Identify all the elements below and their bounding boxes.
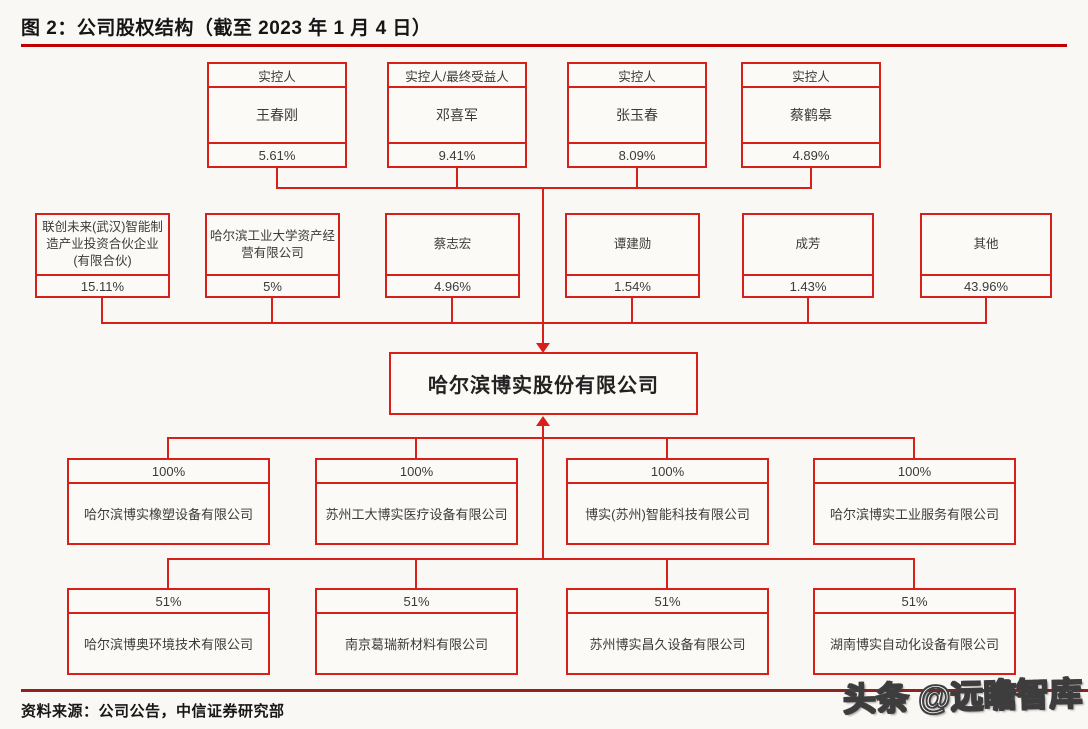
shareholder-name: 蔡志宏 <box>433 237 472 252</box>
shareholder-box: 联创未来(武汉)智能制造产业投资合伙企业(有限合伙) 15.11% <box>35 213 170 298</box>
shareholder-percent: 1.43% <box>744 274 872 296</box>
connector-line <box>985 298 987 324</box>
connector-line <box>167 437 169 460</box>
arrow-down-icon <box>536 343 550 353</box>
connector-line <box>415 437 417 460</box>
subsidiary-percent: 51% <box>69 590 268 614</box>
company-box: 哈尔滨博实股份有限公司 <box>389 352 698 415</box>
connector-line <box>666 437 668 460</box>
connector-line <box>807 298 809 324</box>
shareholder-box: 蔡志宏 4.96% <box>385 213 520 298</box>
subsidiary-name: 湖南博实自动化设备有限公司 <box>829 637 999 652</box>
connector-line <box>271 298 273 324</box>
subsidiary-name: 博实(苏州)智能科技有限公司 <box>585 507 750 522</box>
shareholder-name: 其他 <box>973 237 999 252</box>
connector-line <box>451 298 453 324</box>
connector-line <box>101 322 987 324</box>
shareholder-percent: 43.96% <box>922 274 1050 296</box>
subsidiary-box: 51% 南京葛瑞新材料有限公司 <box>315 588 518 675</box>
controller-percent: 9.41% <box>389 142 525 166</box>
subsidiary-name: 苏州工大博实医疗设备有限公司 <box>325 507 508 522</box>
connector-line <box>913 437 915 460</box>
subsidiary-percent: 100% <box>317 460 516 484</box>
shareholder-percent: 5% <box>207 274 338 296</box>
connector-line <box>415 558 417 590</box>
subsidiary-box: 100% 苏州工大博实医疗设备有限公司 <box>315 458 518 545</box>
watermark: 头条 @远瞻智库 <box>842 674 1084 719</box>
connector-line <box>456 168 458 189</box>
subsidiary-percent: 100% <box>69 460 268 484</box>
shareholder-box: 哈尔滨工业大学资产经营有限公司 5% <box>205 213 340 298</box>
shareholder-box: 其他 43.96% <box>920 213 1052 298</box>
controller-box: 实控人 蔡鹤皋 4.89% <box>741 62 881 168</box>
controller-role: 实控人/最终受益人 <box>389 64 525 88</box>
shareholder-box: 成芳 1.43% <box>742 213 874 298</box>
subsidiary-box: 100% 哈尔滨博实橡塑设备有限公司 <box>67 458 270 545</box>
subsidiary-percent: 51% <box>317 590 516 614</box>
connector-line <box>631 298 633 324</box>
controller-percent: 8.09% <box>569 142 705 166</box>
connector-line <box>276 187 812 189</box>
connector-line <box>542 426 544 560</box>
subsidiary-percent: 51% <box>568 590 767 614</box>
controller-percent: 4.89% <box>743 142 879 166</box>
shareholder-percent: 15.11% <box>37 274 168 296</box>
subsidiary-box: 100% 博实(苏州)智能科技有限公司 <box>566 458 769 545</box>
connector-line <box>101 298 103 324</box>
subsidiary-percent: 51% <box>815 590 1014 614</box>
subsidiary-percent: 100% <box>568 460 767 484</box>
controller-role: 实控人 <box>743 64 879 88</box>
connector-line <box>276 168 278 189</box>
connector-line <box>913 558 915 590</box>
shareholder-name: 成芳 <box>795 237 821 252</box>
controller-box: 实控人 王春刚 5.61% <box>207 62 347 168</box>
shareholder-name: 哈尔滨工业大学资产经营有限公司 <box>210 228 336 260</box>
controller-name: 张玉春 <box>616 107 658 123</box>
shareholder-name: 联创未来(武汉)智能制造产业投资合伙企业(有限合伙) <box>42 220 163 268</box>
subsidiary-box: 51% 苏州博实昌久设备有限公司 <box>566 588 769 675</box>
connector-line <box>636 168 638 189</box>
shareholder-box: 谭建勋 1.54% <box>565 213 700 298</box>
arrow-up-icon <box>536 416 550 426</box>
controller-percent: 5.61% <box>209 142 345 166</box>
subsidiary-box: 51% 湖南博实自动化设备有限公司 <box>813 588 1016 675</box>
subsidiary-name: 哈尔滨博实橡塑设备有限公司 <box>83 507 253 522</box>
controller-name: 蔡鹤皋 <box>790 107 832 123</box>
subsidiary-percent: 100% <box>815 460 1014 484</box>
connector-line <box>167 558 915 560</box>
figure-title: 图 2：公司股权结构（截至 2023 年 1 月 4 日） <box>21 18 432 39</box>
shareholder-percent: 1.54% <box>567 274 698 296</box>
connector-line <box>167 437 915 439</box>
controller-box: 实控人/最终受益人 邓喜军 9.41% <box>387 62 527 168</box>
title-rule <box>21 44 1067 47</box>
shareholder-percent: 4.96% <box>387 274 518 296</box>
subsidiary-name: 南京葛瑞新材料有限公司 <box>344 637 488 652</box>
controller-box: 实控人 张玉春 8.09% <box>567 62 707 168</box>
controller-name: 邓喜军 <box>436 107 478 123</box>
footer-rule <box>21 689 1088 692</box>
subsidiary-name: 哈尔滨博实工业服务有限公司 <box>829 507 999 522</box>
subsidiary-name: 苏州博实昌久设备有限公司 <box>589 637 746 652</box>
shareholder-name: 谭建勋 <box>613 237 652 252</box>
controller-role: 实控人 <box>209 64 345 88</box>
subsidiary-name: 哈尔滨博奥环境技术有限公司 <box>83 637 253 652</box>
connector-line <box>810 168 812 189</box>
subsidiary-box: 100% 哈尔滨博实工业服务有限公司 <box>813 458 1016 545</box>
controller-name: 王春刚 <box>256 107 298 123</box>
controller-role: 实控人 <box>569 64 705 88</box>
subsidiary-box: 51% 哈尔滨博奥环境技术有限公司 <box>67 588 270 675</box>
connector-line <box>542 187 544 344</box>
source-note: 资料来源：公司公告，中信证券研究部 <box>21 703 285 720</box>
connector-line <box>666 558 668 590</box>
connector-line <box>167 558 169 590</box>
